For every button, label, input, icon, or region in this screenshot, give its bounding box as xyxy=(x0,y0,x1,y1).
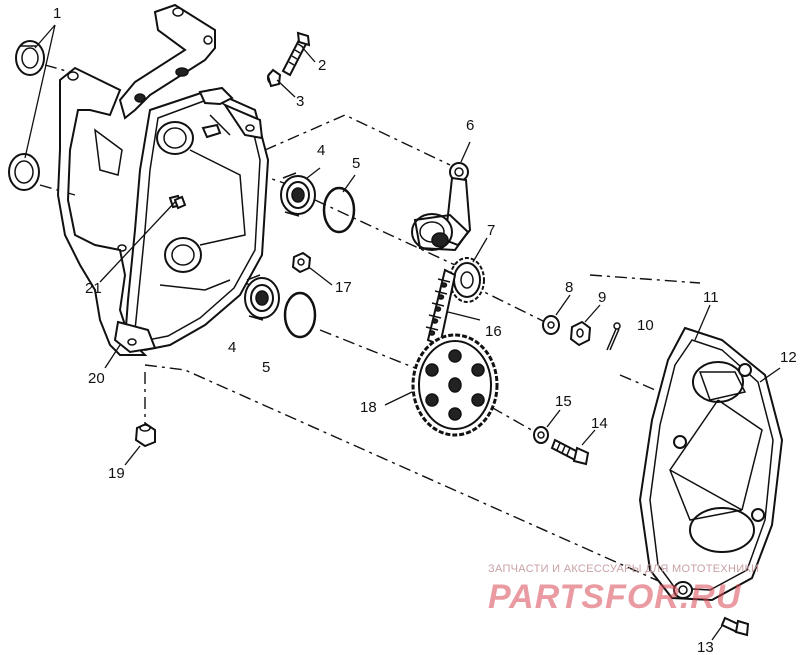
callout-4-lower: 4 xyxy=(228,339,236,356)
washer-15 xyxy=(533,426,549,444)
bolt-2 xyxy=(281,31,311,77)
nut-9 xyxy=(569,320,592,347)
callout-14: 14 xyxy=(591,415,608,432)
callout-21: 21 xyxy=(85,280,102,297)
tensioner-arm xyxy=(411,162,472,252)
washer-3 xyxy=(266,68,282,88)
callout-8: 8 xyxy=(565,279,573,296)
oil-seal-lower xyxy=(8,153,40,191)
callout-11: 11 xyxy=(703,289,719,306)
callout-labels: 1 2 3 4 4 5 5 6 7 8 9 10 11 12 13 14 15 … xyxy=(53,5,797,655)
callout-18: 18 xyxy=(360,399,377,416)
bearing-lower xyxy=(244,274,280,321)
nut-17 xyxy=(291,251,312,274)
callout-13: 13 xyxy=(697,639,714,655)
watermark-logo: PARTSFOR.RU xyxy=(488,578,742,616)
sprocket-small xyxy=(449,257,485,303)
callout-1: 1 xyxy=(53,5,61,22)
callout-5-upper: 5 xyxy=(352,155,360,172)
chaincase-housing xyxy=(56,3,270,356)
callout-6: 6 xyxy=(466,117,474,134)
bolt-13 xyxy=(720,616,750,637)
snap-ring-upper xyxy=(322,186,356,234)
snap-ring-lower xyxy=(283,291,317,339)
screw-21 xyxy=(173,195,187,210)
callout-20: 20 xyxy=(88,370,105,387)
sprocket-large xyxy=(411,333,499,437)
callout-12: 12 xyxy=(780,349,797,366)
callout-17: 17 xyxy=(335,279,352,296)
bolt-14 xyxy=(550,438,590,466)
callout-4-upper: 4 xyxy=(317,142,325,159)
watermark-caption: ЗАПЧАСТИ И АКСЕССУАРЫ ДЛЯ МОТОТЕХНИКИ xyxy=(488,563,759,575)
drain-plug-19 xyxy=(134,422,156,448)
cotter-pin-10 xyxy=(606,322,621,351)
callout-16: 16 xyxy=(485,323,502,340)
callout-19: 19 xyxy=(108,465,125,482)
washer-8 xyxy=(542,315,560,335)
callout-7: 7 xyxy=(487,222,495,239)
callout-3: 3 xyxy=(296,93,304,110)
drive-chain xyxy=(425,268,457,347)
bearing-upper xyxy=(280,172,316,217)
callout-15: 15 xyxy=(555,393,572,410)
callout-10: 10 xyxy=(637,317,654,334)
oil-seal-upper xyxy=(15,40,45,76)
callout-5-lower: 5 xyxy=(262,359,270,376)
chaincase-cover xyxy=(638,326,784,602)
watermark: ЗАПЧАСТИ И АКСЕССУАРЫ ДЛЯ МОТОТЕХНИКИ PA… xyxy=(488,563,759,616)
callout-2: 2 xyxy=(318,57,326,74)
leader-lines xyxy=(24,24,781,641)
callout-9: 9 xyxy=(598,289,606,306)
